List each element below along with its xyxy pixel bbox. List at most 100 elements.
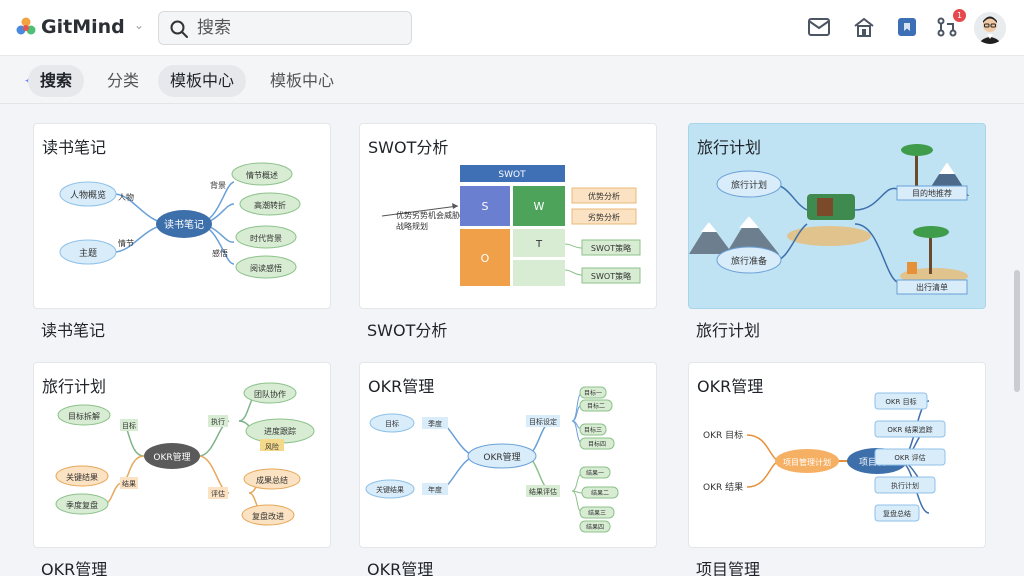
branch-label: 感悟 bbox=[212, 248, 228, 258]
mindmap-thumbnail: 读书笔记 人物概览 主题 人物 情节 背景 感悟 情节概述 高潮转折 时代背景 … bbox=[59, 162, 301, 279]
template-card-reading-notes[interactable]: 读书笔记 读书笔记 人物概览 主题 人物 情节 背景 感悟 情节概述 高潮转折 … bbox=[33, 123, 331, 309]
swot-cell: O bbox=[481, 252, 490, 265]
template-card-okr-2[interactable]: OKR管理 OKR管理 季度 年度 目标 关键结果 目标设定 结果评估 bbox=[359, 362, 657, 548]
top-bar: GitMind ⌄ 1 bbox=[0, 0, 1024, 56]
card-title: OKR管理 bbox=[368, 377, 435, 396]
right-node: 目标三 bbox=[584, 426, 602, 434]
card-caption: 项目管理 bbox=[696, 560, 761, 576]
tab-bar: ✦ 搜索 分类 模板中心 模板中心 bbox=[0, 57, 1024, 104]
left-node: 关键结果 bbox=[66, 472, 98, 482]
travel-thumbnail: 旅行计划 旅行准备 目的地推荐 出行清单 bbox=[689, 144, 969, 295]
branch-label: 结果评估 bbox=[529, 487, 557, 496]
right-node: 阅读感悟 bbox=[250, 263, 282, 273]
branch-label: 季度 bbox=[428, 419, 442, 428]
center-node: OKR管理 bbox=[483, 451, 520, 463]
search-input[interactable] bbox=[197, 16, 397, 40]
swot-cell: W bbox=[534, 200, 545, 213]
template-card-okr-1[interactable]: 旅行计划 OKR管理 目标拆解 关键结果 季度复盘 目标 结果 执行 评估 团队… bbox=[33, 362, 331, 548]
branch-label: 背景 bbox=[210, 180, 226, 190]
avatar[interactable] bbox=[974, 12, 1006, 44]
right-node: 优势分析 bbox=[588, 191, 620, 201]
logo[interactable]: GitMind bbox=[16, 16, 125, 38]
swot-thumbnail: SWOT S W O T 优势劣势机会威胁 战略规划 优势分析 劣势分析 SWO… bbox=[381, 165, 641, 286]
right-node: 结果一 bbox=[586, 469, 604, 477]
tab-label: 搜索 bbox=[40, 71, 73, 90]
swot-header: SWOT bbox=[498, 170, 526, 180]
right-node: 结果二 bbox=[591, 489, 609, 497]
branch-label: 结果 bbox=[122, 479, 136, 488]
left-node: 人物概览 bbox=[70, 189, 106, 201]
left-node: 目标 bbox=[385, 419, 399, 428]
right-node: OKR 评估 bbox=[894, 453, 925, 462]
right-node: 结果三 bbox=[588, 509, 606, 517]
center-node: 读书笔记 bbox=[164, 218, 204, 231]
right-node: 目标二 bbox=[587, 402, 605, 410]
tab-template-center[interactable]: 模板中心 bbox=[158, 65, 247, 97]
right-node: 进度跟踪 bbox=[264, 426, 296, 436]
tab-category[interactable]: 分类 bbox=[95, 65, 151, 97]
travel-node: 旅行计划 bbox=[731, 179, 767, 191]
card-title: 旅行计划 bbox=[42, 377, 107, 396]
swot-cell: T bbox=[535, 239, 543, 250]
mindmap-thumbnail: OKR管理 目标拆解 关键结果 季度复盘 目标 结果 执行 评估 团队协作 进度… bbox=[55, 382, 315, 526]
source-node: 项目管理计划 bbox=[783, 457, 831, 467]
card-caption: SWOT分析 bbox=[367, 321, 448, 340]
right-node: 结果四 bbox=[586, 523, 604, 531]
input-label: OKR 目标 bbox=[703, 429, 743, 441]
branch-label: 目标 bbox=[122, 421, 136, 430]
template-card-swot[interactable]: SWOT分析 SWOT S W O T 优势劣势机会威胁 战略规划 优势分析 劣… bbox=[359, 123, 657, 309]
right-node: 团队协作 bbox=[254, 389, 286, 399]
right-node: 目标一 bbox=[584, 389, 602, 397]
right-node: 时代背景 bbox=[250, 233, 282, 243]
left-node: 目标拆解 bbox=[68, 411, 100, 421]
share-icon[interactable] bbox=[935, 15, 959, 39]
right-node: SWOT策略 bbox=[591, 271, 631, 281]
right-node: 高潮转折 bbox=[254, 200, 286, 210]
bookmark-icon[interactable] bbox=[895, 15, 919, 39]
right-node: 目标四 bbox=[588, 440, 606, 448]
scrollbar[interactable] bbox=[1014, 270, 1020, 392]
right-node: OKR 结果追踪 bbox=[887, 425, 932, 434]
template-card-okr-3[interactable]: OKR管理 OKR 目标 OKR 结果 项目管理计划 项目管理 OKR 目标 O… bbox=[688, 362, 986, 548]
tab-template-center-2[interactable]: 模板中心 bbox=[258, 65, 346, 97]
branch-label: 评估 bbox=[211, 489, 225, 498]
tab-search[interactable]: 搜索 bbox=[28, 65, 85, 97]
template-card-travel[interactable]: 旅行计划 旅行计划 旅行准备 目的地推荐 出行清单 bbox=[688, 123, 986, 309]
search-icon bbox=[170, 20, 188, 38]
card-title: OKR管理 bbox=[697, 377, 764, 396]
chevron-down-icon[interactable]: ⌄ bbox=[134, 18, 145, 32]
left-node: 主题 bbox=[79, 247, 97, 259]
gitmind-logo-icon bbox=[16, 17, 36, 35]
travel-box: 出行清单 bbox=[916, 282, 948, 292]
tab-label: 模板中心 bbox=[170, 71, 235, 90]
right-node: 劣势分析 bbox=[588, 212, 620, 222]
left-node: 季度复盘 bbox=[66, 500, 98, 510]
tab-label: 模板中心 bbox=[270, 71, 335, 90]
input-label: OKR 结果 bbox=[703, 481, 743, 493]
mindmap-thumbnail: OKR 目标 OKR 结果 项目管理计划 项目管理 OKR 目标 OKR 结果追… bbox=[703, 392, 946, 522]
card-title: SWOT分析 bbox=[368, 138, 449, 157]
right-node: 复盘改进 bbox=[252, 511, 284, 521]
travel-node: 旅行准备 bbox=[731, 255, 767, 267]
app-name: GitMind bbox=[41, 16, 125, 38]
search-bar[interactable] bbox=[158, 11, 412, 45]
branch-label: 年度 bbox=[428, 485, 442, 494]
left-node: 关键结果 bbox=[376, 485, 404, 494]
home-icon[interactable] bbox=[852, 15, 876, 39]
right-node: SWOT策略 bbox=[591, 243, 631, 253]
right-node: OKR 目标 bbox=[885, 397, 916, 406]
card-caption: 读书笔记 bbox=[41, 321, 106, 340]
notification-badge: 1 bbox=[953, 9, 966, 22]
mindmap-thumbnail: OKR管理 季度 年度 目标 关键结果 目标设定 结果评估 目标一 目标二 目标… bbox=[365, 386, 619, 533]
card-title: 读书笔记 bbox=[42, 138, 107, 157]
right-node: 复盘总结 bbox=[883, 509, 911, 518]
branch-label: 执行 bbox=[211, 417, 225, 426]
mail-icon[interactable] bbox=[807, 15, 831, 39]
side-label: 优势劣势机会威胁 bbox=[396, 210, 460, 220]
right-node: 风险 bbox=[265, 442, 279, 451]
right-node: 执行计划 bbox=[891, 481, 919, 490]
swot-cell: S bbox=[482, 200, 489, 213]
right-node: 成果总结 bbox=[256, 475, 288, 485]
card-caption: OKR管理 bbox=[41, 560, 108, 576]
side-label: 战略规划 bbox=[396, 221, 428, 231]
